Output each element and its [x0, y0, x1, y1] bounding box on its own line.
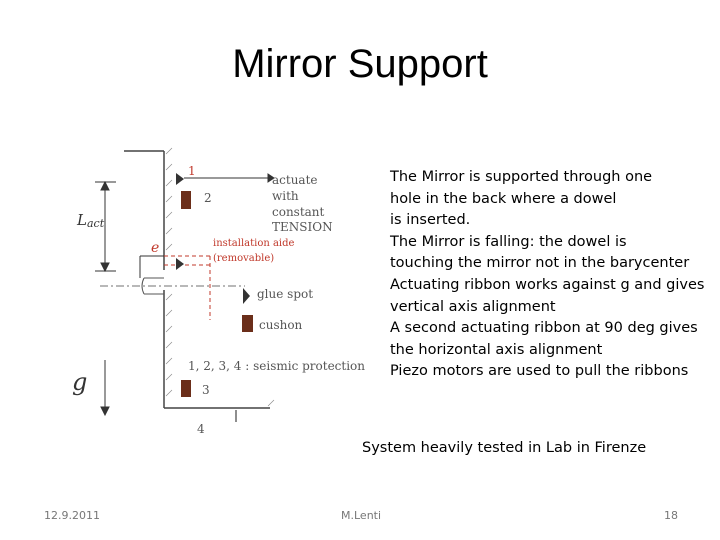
body-line: Piezo motors are used to pull the ribbon…: [390, 363, 689, 380]
installation-aide-dashes: [164, 255, 211, 320]
label-cushon: cushon: [259, 318, 303, 332]
dowel: [141, 277, 164, 295]
label-actuate-4: TENSION: [272, 220, 333, 234]
body-line: is inserted.: [390, 212, 471, 229]
ribbon-triangle-install: [176, 258, 184, 270]
label-actuate-1: actuate: [272, 173, 318, 187]
label-install-2: (removable): [213, 253, 274, 264]
label-2: 2: [204, 191, 212, 205]
l-act-dimension: [95, 180, 116, 273]
mirror-support-diagram: Lact e g 1 2 3 4 actuate with constant T…: [72, 147, 365, 436]
label-actuate-3: constant: [272, 205, 325, 219]
label-install-1: installation aide: [213, 238, 295, 249]
seismic-pad-3: [181, 380, 191, 397]
page-title: Mirror Support: [232, 42, 488, 86]
label-1: 1: [188, 164, 196, 178]
mirror-plate: [124, 150, 270, 409]
body-line: The Mirror is supported through one: [390, 169, 653, 185]
label-3: 3: [202, 383, 210, 397]
cushon-pad: [242, 315, 253, 332]
seismic-pad-2: [181, 191, 191, 209]
body-line: Actuating ribbon works against g and giv…: [390, 276, 705, 293]
body-line: the horizontal axis alignment: [390, 341, 603, 358]
label-glue: glue spot: [257, 287, 313, 301]
label-g: g: [72, 368, 87, 396]
body-text: The Mirror is supported through one hole…: [390, 167, 710, 383]
support-hatching: [165, 147, 275, 407]
actuate-arrow: [184, 173, 275, 183]
ribbon-triangle-glue: [243, 288, 250, 304]
body-line: hole in the back where a dowel: [390, 190, 617, 207]
ribbon-triangle-1: [176, 173, 184, 185]
gravity-arrow: [100, 360, 110, 417]
body-line: The Mirror is falling: the dowel is: [390, 233, 627, 250]
footer-page-number: 18: [664, 509, 678, 522]
label-seismic: 1, 2, 3, 4 : seismic protection: [188, 359, 365, 373]
footer-author: M.Lenti: [341, 509, 382, 522]
body-line: A second actuating ribbon at 90 deg give…: [390, 320, 698, 337]
e-dimension: [139, 255, 164, 278]
label-4: 4: [197, 422, 205, 436]
label-l-act: Lact: [76, 211, 105, 230]
body-line: vertical axis alignment: [390, 298, 556, 315]
body-line: touching the mirror not in the barycente…: [390, 255, 690, 272]
label-actuate-2: with: [272, 189, 299, 203]
caption: System heavily tested in Lab in Firenze: [362, 440, 647, 456]
footer-date: 12.9.2011: [44, 509, 100, 522]
label-e: e: [151, 240, 159, 256]
